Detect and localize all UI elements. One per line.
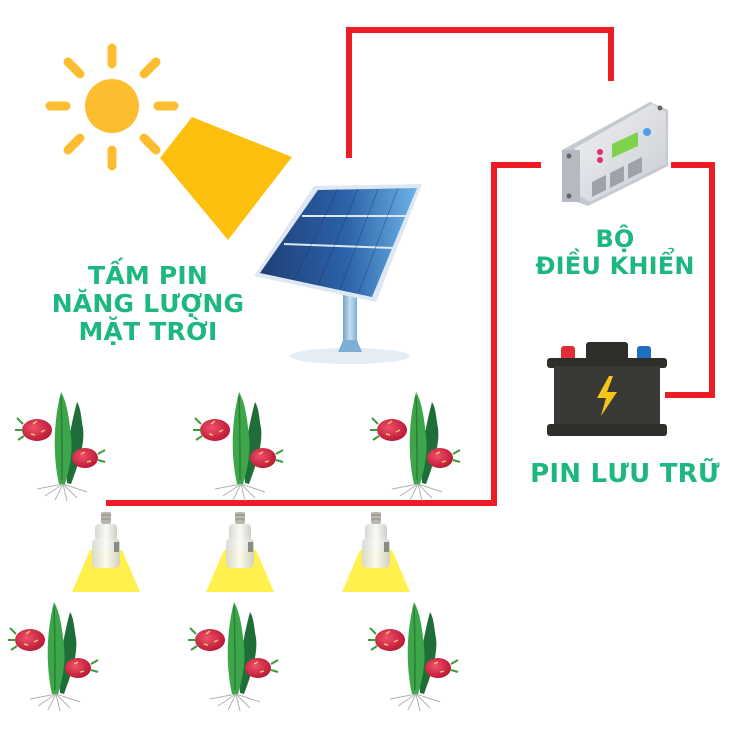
solar-panel-label-line: TẤM PIN	[88, 261, 208, 290]
dragon-fruit-plant	[367, 601, 459, 712]
dragon-fruit-plant	[192, 391, 284, 502]
wiring	[106, 27, 715, 506]
plant-row-top	[14, 391, 461, 502]
controller-label-line: BỘ	[595, 225, 635, 253]
wire-controller-to-lamps	[106, 162, 541, 506]
wire-controller-to-battery	[665, 162, 715, 398]
charge-controller-icon	[562, 102, 668, 206]
solar-panel-label: TẤM PIN NĂNG LƯỢNG MẶT TRỜI	[28, 262, 268, 346]
dragon-fruit-plant	[369, 391, 461, 502]
wire-panel-to-controller	[346, 27, 614, 158]
controller-label-line: ĐIỀU KHIỂN	[535, 251, 695, 280]
sun-icon	[45, 43, 179, 171]
solar-panel-icon	[254, 184, 422, 364]
battery-label: PIN LƯU TRỮ	[520, 459, 730, 489]
dragon-fruit-plant	[14, 391, 106, 502]
led-lamp-icon	[71, 511, 141, 593]
battery-icon	[547, 342, 667, 436]
solar-panel-label-line: MẶT TRỜI	[78, 317, 218, 346]
plant-row-bottom	[7, 601, 459, 712]
led-lamp-icon	[205, 511, 275, 593]
led-lamp-icon	[341, 511, 411, 593]
lightning-bolt-icon	[597, 376, 617, 416]
dragon-fruit-plant	[7, 601, 99, 712]
sunlight-beam	[160, 117, 292, 240]
dragon-fruit-plant	[187, 601, 279, 712]
controller-label: BỘ ĐIỀU KHIỂN	[510, 226, 720, 280]
solar-panel-label-line: NĂNG LƯỢNG	[51, 289, 245, 318]
lamp-row	[71, 511, 411, 593]
battery-label-line: PIN LƯU TRỮ	[530, 459, 720, 489]
